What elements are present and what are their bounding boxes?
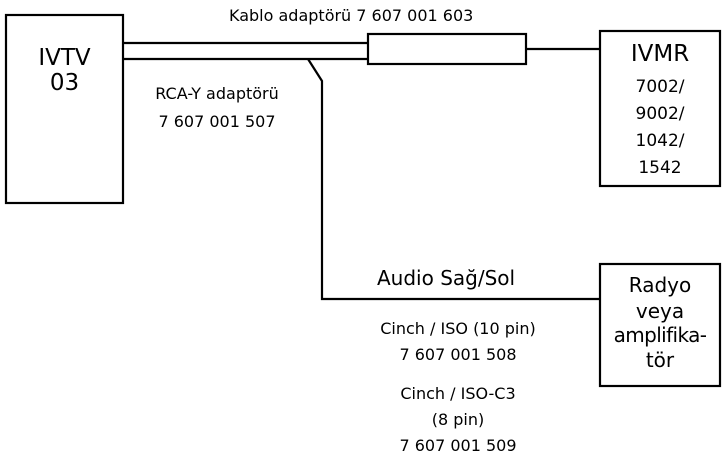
cinch-c3-name: Cinch / ISO-C3 (400, 384, 516, 403)
ivtv-label-1: IVTV (38, 45, 91, 71)
ivmr-box (598, 29, 722, 188)
ivmr-label-5: 1542 (638, 158, 682, 178)
cable-adapter-box (366, 32, 528, 66)
rca-adapter-part: 7 607 001 507 (158, 112, 276, 131)
radio-label-2: veya (635, 299, 685, 323)
cinch-iso-name: Cinch / ISO (10 pin) (380, 319, 536, 338)
radio-label-3: amplifika- (613, 323, 707, 347)
radio-label-4: tör (645, 348, 675, 372)
radio-box (598, 262, 722, 388)
ivtv-box (4, 13, 125, 205)
cable-adapter-label: Kablo adaptörü 7 607 001 603 (229, 6, 474, 25)
rca-adapter-name: RCA-Y adaptörü (155, 84, 279, 103)
cinch-c3-pin: (8 pin) (431, 410, 485, 429)
audio-label: Audio Sağ/Sol (377, 266, 516, 290)
ivmr-label-4: 1042/ (635, 131, 685, 151)
radio-label-1: Radyo (628, 273, 692, 297)
ivmr-label-1: IVMR (630, 41, 690, 67)
cinch-c3-part: 7 607 001 509 (399, 436, 517, 455)
ivtv-label-2: 03 (49, 70, 80, 96)
cinch-iso-part: 7 607 001 508 (399, 345, 517, 364)
rca-y-branch (307, 58, 600, 301)
ivmr-label-2: 7002/ (635, 77, 685, 97)
ivmr-label-3: 9002/ (635, 104, 685, 124)
